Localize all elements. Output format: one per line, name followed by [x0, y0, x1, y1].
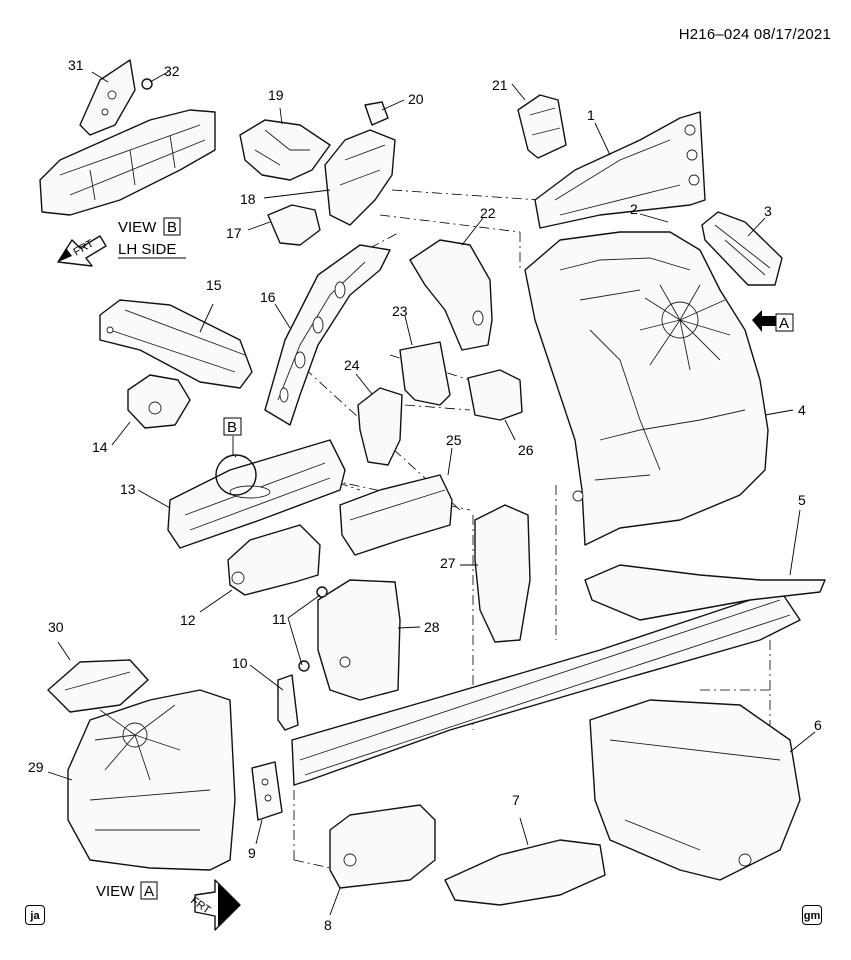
part-1 [534, 111, 706, 229]
callout-28: 28 [424, 619, 440, 635]
callout-15: 15 [206, 277, 222, 293]
callout-20: 20 [408, 91, 424, 107]
callout-27: 27 [440, 555, 456, 571]
part-24 [357, 387, 403, 466]
callout-6: 6 [814, 717, 822, 733]
callout-29: 29 [28, 759, 44, 775]
callout-1: 1 [587, 107, 595, 123]
frt-arrow-icon [57, 235, 107, 267]
callout-19: 19 [268, 87, 284, 103]
view-a-prefix: VIEW [96, 883, 135, 900]
part-6 [589, 699, 801, 881]
callout-18: 18 [240, 191, 256, 207]
part-25 [339, 474, 453, 556]
callout-a-box: A [775, 313, 794, 332]
diagram-code: H216–024 08/17/2021 [678, 26, 831, 43]
leader-lines [47, 71, 816, 916]
part-22 [409, 239, 493, 351]
part-16 [264, 244, 391, 426]
callout-31: 31 [68, 57, 84, 73]
part-8 [329, 804, 436, 889]
callout-17: 17 [226, 225, 242, 241]
part-29 [67, 689, 236, 871]
callout-10: 10 [232, 655, 248, 671]
part-12 [227, 524, 321, 596]
part-17 [267, 204, 321, 246]
callout-32: 32 [164, 63, 180, 79]
part-10 [277, 674, 299, 731]
callout-24: 24 [344, 357, 360, 373]
ja-badge: ja [25, 905, 45, 925]
callout-4: 4 [798, 402, 806, 418]
callout-26: 26 [518, 442, 534, 458]
part-21 [517, 94, 567, 159]
callout-23: 23 [392, 303, 408, 319]
part-19 [239, 119, 331, 181]
callout-21: 21 [492, 77, 508, 93]
part-28 [317, 579, 401, 701]
callout-a-letter: A [779, 315, 789, 332]
part-26 [467, 369, 523, 421]
callout-11: 11 [272, 611, 287, 627]
callout-8: 8 [324, 917, 332, 933]
callout-b-letter: B [227, 419, 237, 436]
part-31-view-b-inset [39, 59, 216, 216]
callout-2: 2 [630, 201, 638, 217]
callout-30: 30 [48, 619, 64, 635]
gm-logo-badge: gm [802, 905, 822, 925]
part-4 [524, 231, 769, 546]
callout-9: 9 [248, 845, 256, 861]
part-27 [474, 504, 531, 643]
view-a-arrow-icon [752, 310, 776, 332]
part-14 [127, 374, 191, 429]
callout-16: 16 [260, 289, 276, 305]
view-b-prefix: VIEW [118, 219, 157, 236]
view-b-letter: B [167, 219, 177, 236]
view-b-label: VIEW B LH SIDE [118, 217, 186, 259]
callout-22: 22 [480, 205, 496, 221]
part-15 [99, 299, 253, 389]
callout-13: 13 [120, 481, 136, 497]
frt-arrow-icon [194, 879, 241, 931]
part-3 [701, 211, 783, 286]
callout-7: 7 [512, 792, 520, 808]
callout-b-box: B [223, 417, 242, 456]
part-18 [324, 101, 396, 226]
view-a-label: VIEW A [96, 881, 158, 900]
part-23 [399, 341, 451, 406]
callout-3: 3 [764, 203, 772, 219]
callout-14: 14 [92, 439, 108, 455]
part-13 [167, 439, 346, 549]
view-a-letter: A [144, 883, 154, 900]
part-5 [291, 564, 826, 786]
callout-25: 25 [446, 432, 462, 448]
part-30 [47, 659, 149, 713]
callout-12: 12 [180, 612, 196, 628]
view-b-side: LH SIDE [118, 241, 176, 258]
part-9 [251, 761, 283, 821]
callout-labels: 1 2 3 4 5 6 7 8 9 10 11 12 13 14 15 16 1… [28, 57, 822, 933]
callout-5: 5 [798, 492, 806, 508]
part-7 [444, 839, 606, 906]
